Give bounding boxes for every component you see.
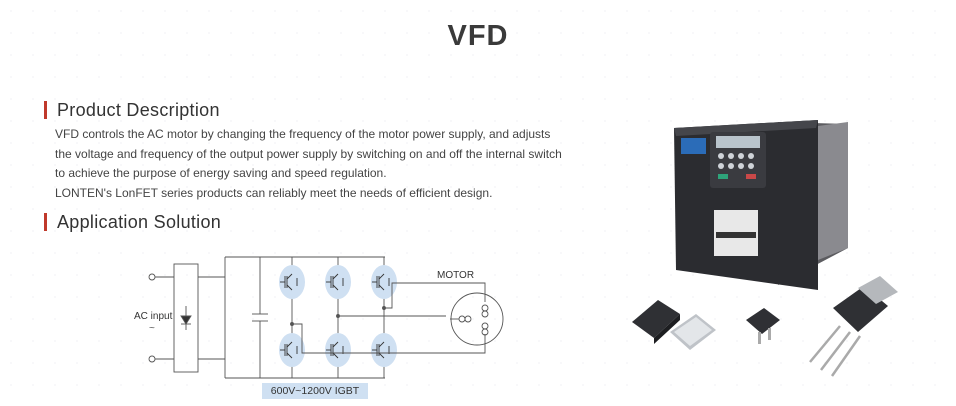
product-description-heading: Product Description [44, 101, 220, 119]
description-line: VFD controls the AC motor by changing th… [55, 127, 551, 141]
motor-label: MOTOR [437, 270, 475, 281]
igbt-symbol-4 [280, 341, 298, 359]
vfd-circuit-diagram [148, 256, 504, 379]
ac-input-label: AC input [134, 311, 173, 322]
description-line: LONTEN's LonFET series products can reli… [55, 185, 493, 200]
to-252-package-icon [746, 308, 780, 344]
to-247-package-icon [809, 276, 898, 377]
ac-tilde-symbol: ~ [149, 323, 155, 334]
application-solution-heading: Application Solution [44, 213, 221, 231]
product-image [632, 120, 898, 377]
igbt-symbol-1 [280, 273, 298, 291]
igbt-symbol-6 [372, 341, 390, 359]
igbt-symbol-3 [372, 273, 390, 291]
page-title: VFD [447, 20, 509, 52]
igbt-symbol-2 [326, 273, 344, 291]
description-line: to achieve the purpose of energy saving … [55, 166, 387, 180]
igbt-voltage-label: 600V~1200V IGBT [262, 383, 368, 399]
description-line: the voltage and frequency of the output … [55, 146, 562, 161]
dfn-package-icon [670, 314, 716, 350]
product-description-text: VFD controls the AC motor by changing th… [55, 125, 595, 203]
vfd-drive-image [674, 120, 848, 290]
to-263-package-icon [632, 300, 680, 344]
